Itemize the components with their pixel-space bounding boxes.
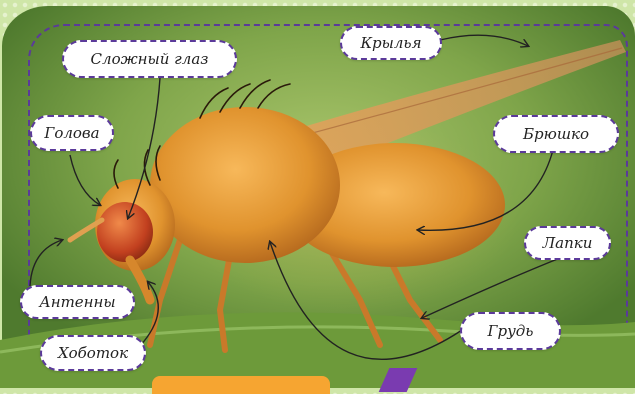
label-thorax: Грудь	[460, 312, 561, 350]
label-proboscis: Хоботок	[40, 335, 146, 371]
orange-tab	[152, 376, 330, 394]
arrow-wings	[440, 35, 528, 46]
fly-thorax	[150, 107, 340, 263]
label-abdomen: Брюшко	[493, 115, 619, 153]
label-antennae: Антенны	[20, 285, 135, 319]
label-compound-eye: Сложный глаз	[62, 40, 237, 78]
arrow-antennae	[30, 240, 62, 286]
arrow-legs	[422, 258, 560, 318]
label-wings: Крылья	[340, 26, 442, 60]
label-legs: Лапки	[524, 226, 611, 260]
compound-eye	[97, 202, 153, 262]
label-head: Голова	[30, 115, 114, 151]
arrow-head	[70, 155, 100, 205]
